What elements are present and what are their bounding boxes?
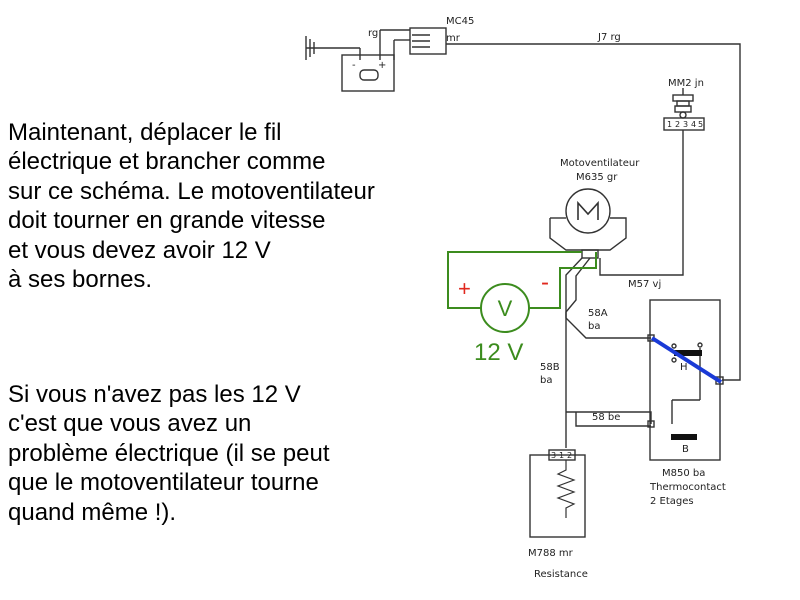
wire-j7: [446, 43, 741, 381]
resistance-pin-3: 2: [567, 451, 572, 460]
resistance-name: Resistance: [534, 569, 588, 580]
resistance-connector: [548, 449, 576, 461]
resistance-code: M788 mr: [528, 548, 574, 559]
connector-pin-4: 4: [691, 120, 696, 129]
thermo-contact-b: [671, 434, 697, 440]
voltmeter-symbol: V: [498, 296, 513, 321]
wire-58b: [565, 257, 591, 448]
wire-58b-label: 58B: [540, 362, 560, 373]
wire-58a: [565, 257, 651, 339]
wire-58b-color: ba: [540, 375, 552, 386]
instructions-block-2: Si vous n'avez pas les 12 V c'est que vo…: [8, 380, 508, 527]
connector-top-label: MM2 jn: [668, 78, 704, 89]
thermo-name: Thermocontact: [649, 482, 726, 493]
thermo-stages: 2 Etages: [650, 496, 694, 507]
connector-pin-5: 5: [698, 120, 703, 129]
wire-m57: [599, 130, 684, 276]
thermo-b-label: B: [682, 444, 689, 455]
wire-58-be-label: 58 be: [592, 412, 620, 423]
top-wire-label: J7 rg: [597, 32, 621, 43]
fan-code: M635 gr: [576, 172, 618, 183]
thermo-h-label: H: [680, 362, 688, 373]
connector-pin-1: 1: [667, 120, 672, 129]
thermo-contact-h: [674, 350, 702, 356]
mm2-connector: [663, 117, 705, 131]
battery-wire-2-label: mr: [446, 33, 461, 44]
battery-wire-label: rg: [368, 28, 378, 39]
resistance-pin-2: 1: [559, 451, 564, 460]
instruction-line: doit tourner en grande vitesse: [8, 207, 326, 235]
resistance-box: [529, 454, 586, 538]
instruction-line: c'est que vous avez un: [8, 410, 252, 438]
instruction-line: et vous devez avoir 12 V: [8, 236, 271, 264]
voltmeter-circle: [480, 283, 530, 333]
fan-title: Motoventilateur: [560, 158, 640, 169]
thermo-code: M850 ba: [662, 468, 705, 479]
instruction-line: que le motoventilateur tourne: [8, 469, 319, 497]
battery-minus: -: [352, 60, 356, 71]
instruction-line: problème électrique (il se peut: [8, 439, 330, 467]
wire-58a-color: ba: [588, 321, 600, 332]
instruction-line: électrique et brancher comme: [8, 148, 326, 176]
instructions-block-1: Maintenant, déplacer le fil électrique e…: [8, 118, 508, 294]
fan-wire-label: M57 vj: [628, 279, 661, 290]
battery-plus: +: [378, 60, 386, 71]
connector-pin-2: 2: [675, 120, 680, 129]
instruction-line: Maintenant, déplacer le fil: [8, 119, 282, 146]
mc45-connector: [409, 27, 447, 55]
fan-circle: [565, 188, 611, 234]
voltmeter-minus-sign: -: [541, 269, 549, 296]
connector-pin-3: 3: [683, 120, 688, 129]
instruction-line: quand même !).: [8, 498, 177, 526]
bridge-wire: [650, 336, 723, 384]
voltmeter-wire-plus: [447, 251, 582, 309]
instruction-line: à ses bornes.: [8, 266, 153, 294]
ground-symbol: [305, 36, 340, 60]
instruction-line: sur ce schéma. Le motoventilateur: [8, 177, 375, 205]
wire-58a-label: 58A: [588, 308, 608, 319]
voltmeter-value: 12 V: [474, 339, 523, 366]
battery-box: [341, 54, 395, 92]
voltmeter-wire-minus: [528, 252, 597, 309]
voltmeter-plus-sign: +: [458, 276, 471, 301]
instruction-line: Si vous n'avez pas les 12 V: [8, 381, 301, 408]
resistance-pin-1: 3: [551, 451, 556, 460]
battery-label: MC45: [446, 16, 474, 27]
